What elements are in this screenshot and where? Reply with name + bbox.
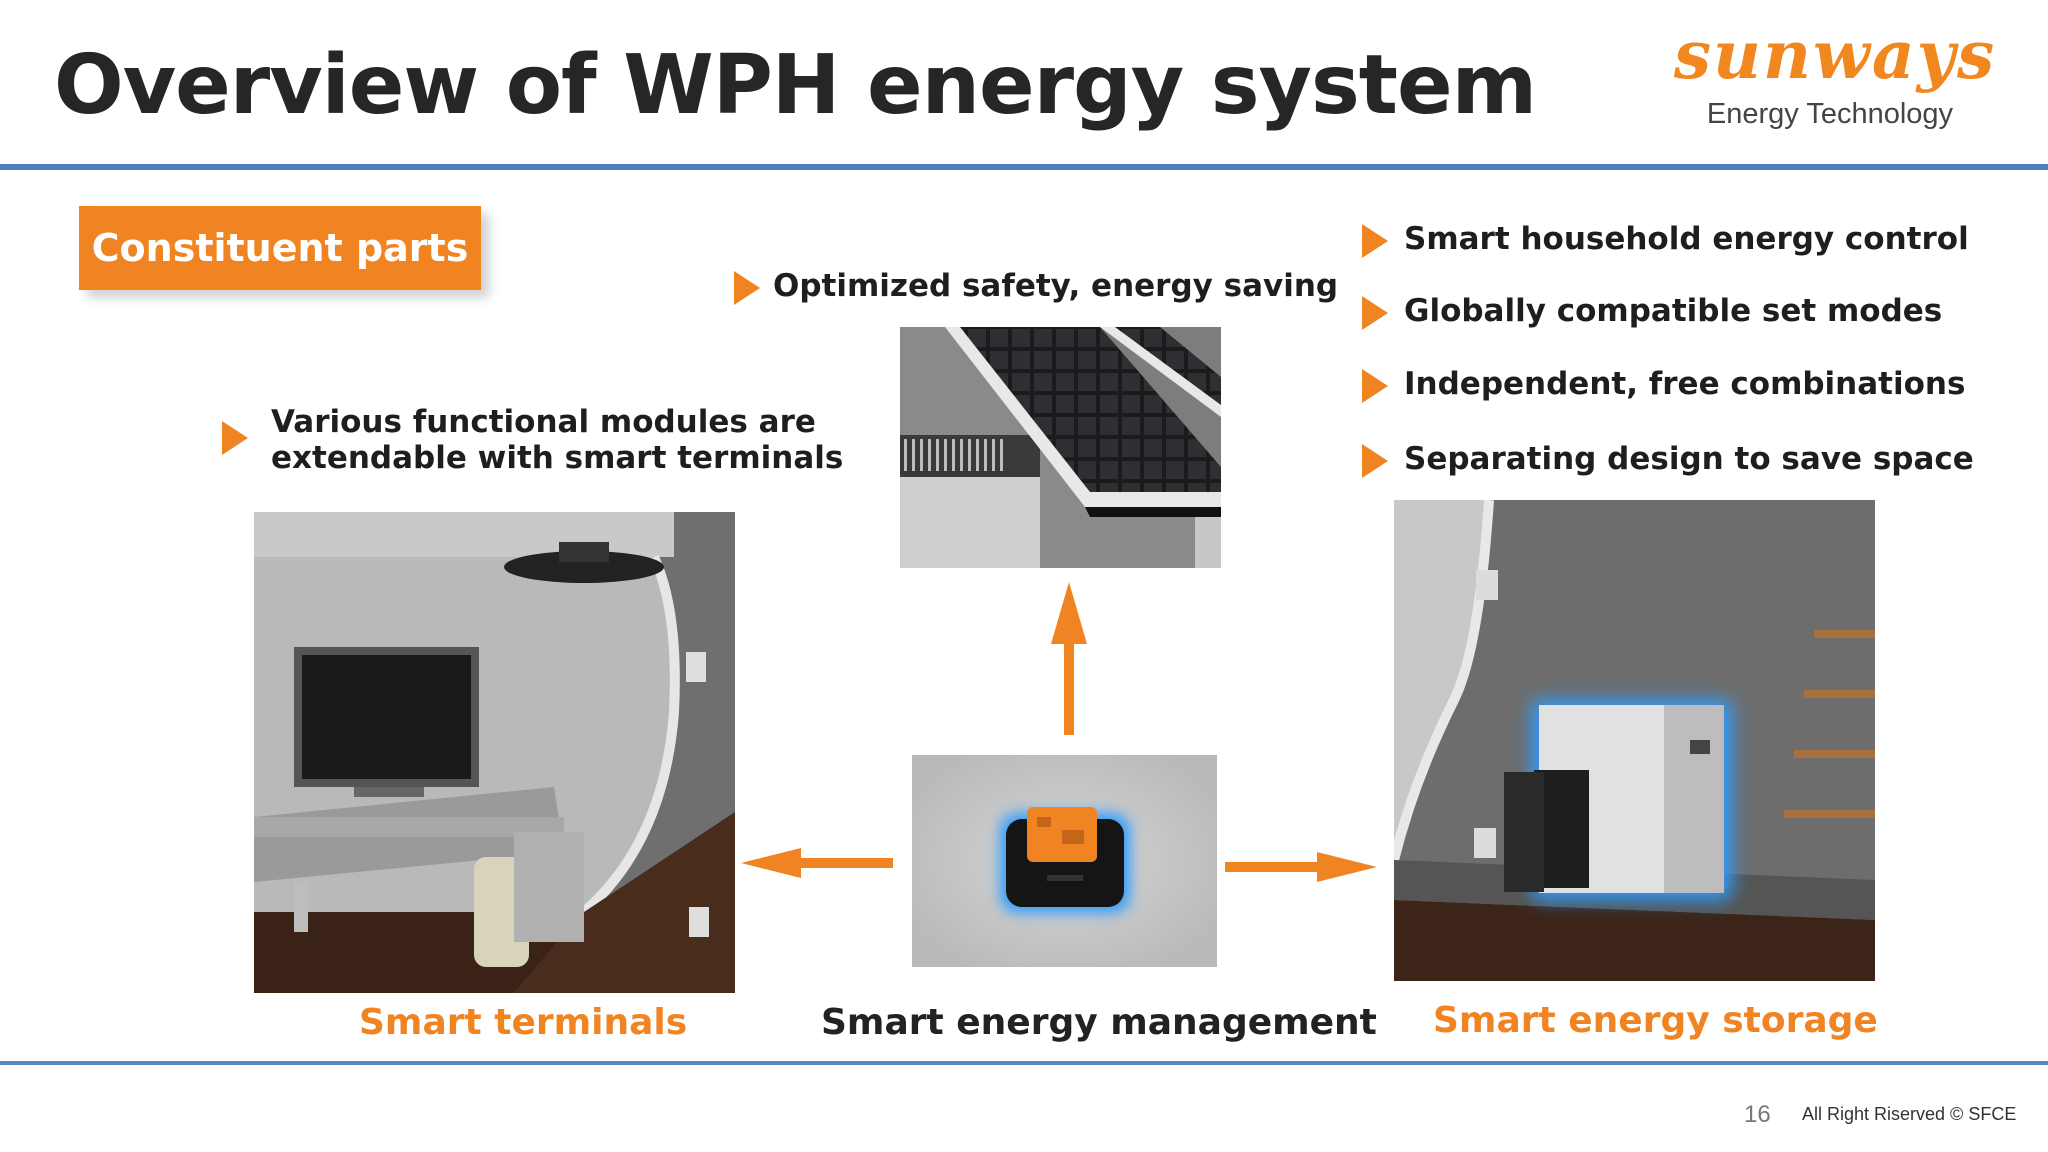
right-bullet-2: Globally compatible set modes	[1404, 293, 1943, 329]
caption-smart-terminals: Smart terminals	[359, 1002, 688, 1043]
smart-terminals-image	[254, 512, 735, 993]
caption-energy-storage: Smart energy storage	[1433, 1000, 1878, 1041]
energy-storage-image	[1394, 500, 1875, 981]
left-bullet-line2: extendable with smart terminals	[271, 440, 844, 476]
bullet-triangle-icon	[1362, 369, 1388, 403]
header-divider	[0, 164, 2048, 170]
solar-panel-image	[900, 327, 1221, 568]
bullet-triangle-icon	[222, 421, 248, 455]
left-bullet-line1: Various functional modules are	[271, 404, 816, 440]
bullet-triangle-icon	[734, 271, 760, 305]
constituent-parts-badge: Constituent parts	[79, 206, 481, 290]
bullet-triangle-icon	[1362, 224, 1388, 258]
bullet-triangle-icon	[1362, 444, 1388, 478]
center-bullet-text: Optimized safety, energy saving	[773, 268, 1339, 304]
page-number: 16	[1744, 1101, 1771, 1128]
arrow-up-icon	[1051, 582, 1087, 735]
copyright-notice: All Right Riserved © SFCE	[1802, 1104, 2017, 1124]
brand-tagline: Energy Technology	[1706, 98, 1954, 130]
slide-title: Overview of WPH energy system	[54, 38, 1537, 133]
bullet-triangle-icon	[1362, 296, 1388, 330]
footer-divider	[0, 1061, 2048, 1065]
energy-management-image	[912, 755, 1217, 967]
right-bullet-4: Separating design to save space	[1404, 441, 1974, 477]
right-bullet-3: Independent, free combinations	[1404, 366, 1966, 402]
caption-energy-management: Smart energy management	[821, 1002, 1377, 1043]
right-bullet-1: Smart household energy control	[1404, 221, 1969, 257]
arrow-left-icon	[741, 848, 893, 878]
brand-logo: sunways	[1673, 16, 1997, 94]
arrow-right-icon	[1225, 852, 1377, 882]
